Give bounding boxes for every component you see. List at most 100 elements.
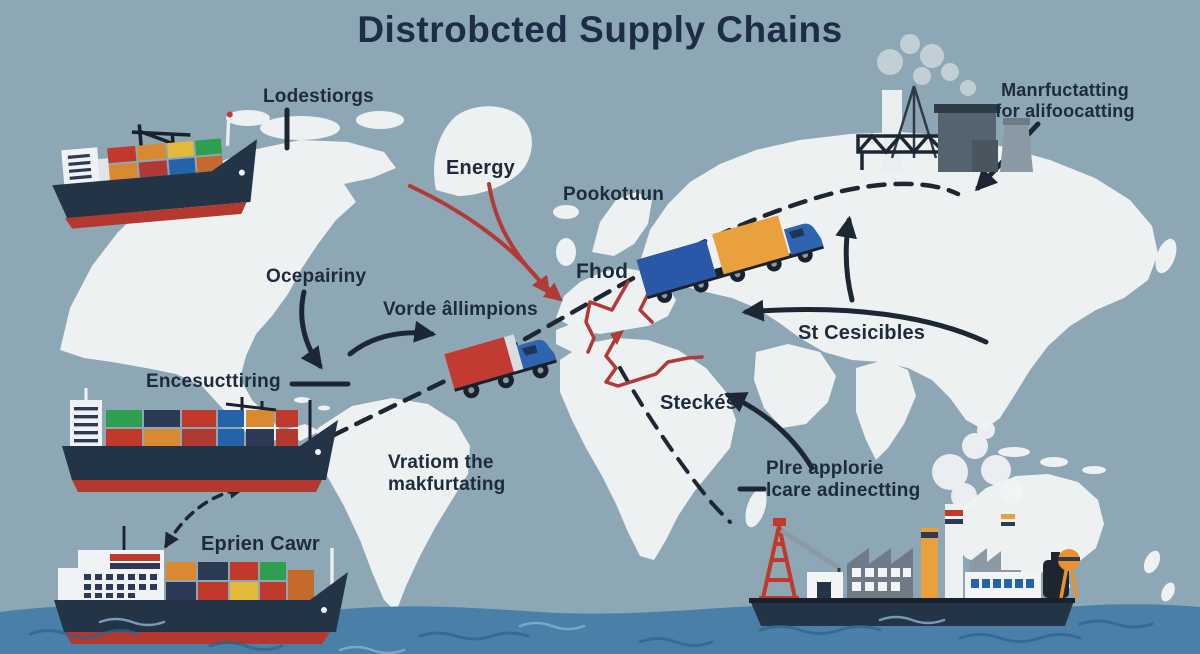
factory-silhouette xyxy=(856,85,1033,172)
crane-boom xyxy=(779,527,841,571)
container-box xyxy=(218,410,244,427)
route-africa-branch xyxy=(618,366,732,524)
tank-nozzle xyxy=(1051,552,1060,561)
container-box xyxy=(166,562,196,580)
caribbean-island xyxy=(294,397,310,403)
st-cesicibles-arrow xyxy=(741,299,989,345)
superstructure-wing xyxy=(58,568,80,600)
region-scandinavia xyxy=(592,192,652,256)
container-box xyxy=(138,160,168,178)
continent-south-america xyxy=(314,398,470,612)
container-box xyxy=(260,562,286,580)
label-st-cesicibles: St Cesicibles xyxy=(798,322,926,344)
container-box xyxy=(166,140,195,159)
container-box xyxy=(246,410,274,427)
label-pookotuun: Pookotuun xyxy=(563,184,665,205)
container-box xyxy=(260,582,286,600)
building-door xyxy=(817,582,831,598)
steckes-arrow xyxy=(723,392,815,471)
superstructure-stripe-red xyxy=(110,554,160,561)
island-iceland xyxy=(553,205,579,219)
truck-cab xyxy=(516,339,557,369)
route-up-arrow xyxy=(835,215,857,303)
caribbean-island xyxy=(318,405,330,411)
red-disruption-zigzag xyxy=(584,280,704,388)
energy-arrow-down xyxy=(487,182,563,302)
truck-cab-window xyxy=(788,228,805,239)
factory-guy-mast xyxy=(890,85,938,159)
superstructure-slats xyxy=(74,407,98,443)
red-disruption-arrows xyxy=(408,182,563,302)
zigzag-europe xyxy=(584,280,630,354)
label-steckes: Steckés xyxy=(660,392,738,414)
superstructure-slats xyxy=(67,153,92,180)
factory-cooling-tower xyxy=(1000,122,1033,172)
container-box xyxy=(168,157,196,175)
island-uk xyxy=(556,238,576,266)
zigzag-italy xyxy=(638,292,654,324)
ship-crane xyxy=(225,397,277,412)
container-box xyxy=(144,410,180,427)
containers xyxy=(106,410,298,446)
container-box xyxy=(166,582,196,600)
container-box xyxy=(230,582,258,600)
label-plre-line2: lcare adinectting xyxy=(766,480,921,502)
truck-hitch xyxy=(714,267,724,277)
container-box xyxy=(144,429,180,446)
label-vorde-allimpions: Vorde âllimpions xyxy=(383,299,538,320)
chimney-band-red xyxy=(945,510,963,516)
region-india xyxy=(856,360,916,460)
container-box xyxy=(276,410,298,427)
label-lodestiorgs: Lodestiorgs xyxy=(263,86,374,107)
label-plre-applorie: Plre applorie lcare adinectting xyxy=(766,458,920,503)
factory-roof-band xyxy=(934,104,1000,113)
hull-porthole xyxy=(238,169,245,176)
water-tower xyxy=(1058,549,1080,599)
hull-porthole xyxy=(321,607,327,613)
hull-porthole xyxy=(315,449,321,455)
label-plre-line1: Plre applorie xyxy=(766,458,884,479)
vorde-arrow xyxy=(347,320,437,357)
world-map xyxy=(60,106,1177,612)
container-box xyxy=(137,143,167,161)
island-japan xyxy=(1155,238,1177,274)
island-madagascar xyxy=(745,488,767,528)
island-new-zealand xyxy=(1161,582,1175,602)
truck-cab-window xyxy=(521,344,538,356)
superstructure-stripe-navy xyxy=(110,563,160,569)
cargo-ship-top-left xyxy=(52,111,257,229)
label-eprien-cawr: Eprien Cawr xyxy=(201,533,320,555)
energy-arrow-left xyxy=(408,184,551,296)
building-windows xyxy=(971,579,1034,588)
chimney-yellow xyxy=(921,528,938,598)
label-ocepairiny: Ocepairiny xyxy=(266,266,367,287)
barge-smoke xyxy=(932,421,1023,509)
barge-deck-line xyxy=(749,598,1075,603)
chimney-white-a xyxy=(945,504,963,598)
island-indonesia xyxy=(998,447,1030,457)
ship-hull xyxy=(52,139,257,219)
label-manufacturing: Manrfuctatting for alifoocatting xyxy=(965,80,1165,122)
ship-keel xyxy=(65,202,247,229)
ship-hull xyxy=(62,420,338,480)
label-fhod: Fhod xyxy=(576,260,629,283)
chimney-band-navy xyxy=(945,519,963,524)
container-box xyxy=(107,145,137,164)
truck-two-trailers xyxy=(636,215,825,303)
truck-trailer-red xyxy=(444,337,514,389)
truck-red-trailer xyxy=(444,334,557,399)
container-box xyxy=(288,570,314,600)
arctic-island xyxy=(226,110,270,126)
region-arabia xyxy=(754,344,836,428)
zigzag-flag xyxy=(610,330,624,345)
industrial-barge xyxy=(749,504,1080,626)
label-encesucttiring: Encesucttiring xyxy=(146,371,281,392)
factory-windows xyxy=(852,568,911,591)
container-box xyxy=(106,410,142,427)
truck-trailer-front-band xyxy=(503,334,524,372)
containers xyxy=(107,138,224,181)
chimney-yellow-band xyxy=(921,532,938,538)
label-manufacturing-line1: Manrfuctatting xyxy=(1001,80,1129,100)
